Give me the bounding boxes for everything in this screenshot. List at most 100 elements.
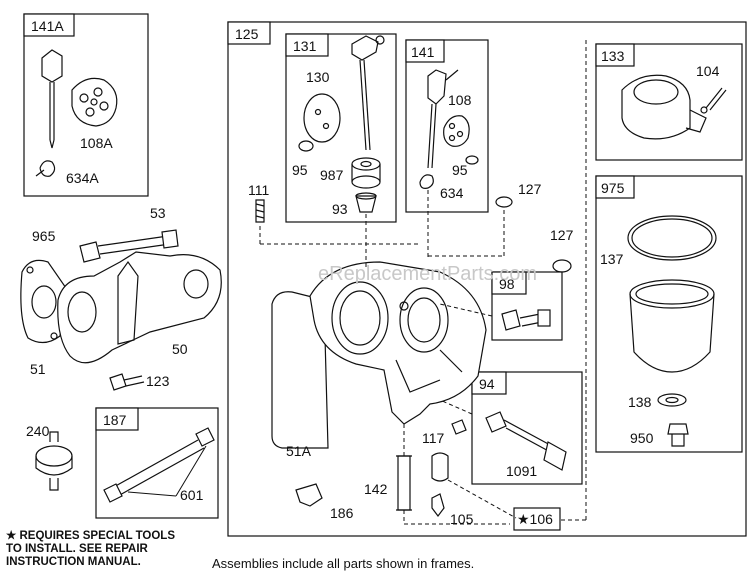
choke-plate-108-drawing [443, 115, 470, 147]
frame-98 [491, 271, 563, 341]
frame-106 [513, 507, 561, 531]
bowl-drawing [629, 279, 715, 373]
part-53-label: 53 [150, 205, 166, 221]
manifold-gasket-51-drawing [20, 259, 67, 344]
float-133-drawing [621, 74, 707, 140]
part-950-label: 950 [630, 430, 654, 446]
throttle-shaft-drawing [351, 35, 385, 151]
frame-94-label: 94 [479, 376, 495, 392]
frame-125-label: 125 [235, 26, 259, 42]
frame-125 [227, 21, 747, 537]
watermark: eReplacementParts.com [318, 263, 537, 285]
part-51-label: 51 [30, 361, 46, 377]
frame-975 [595, 175, 743, 453]
tube-142-drawing [396, 455, 412, 511]
special-tools-note-line-2: TO INSTALL. SEE REPAIR [6, 543, 148, 555]
frame-975-label: 975 [601, 180, 625, 196]
part-240-label: 240 [26, 423, 50, 439]
frame-98-tag [491, 271, 527, 295]
frame-975-tag [595, 175, 635, 199]
frame-141A [23, 13, 149, 197]
part-965-label: 965 [32, 228, 56, 244]
mixture-screw-94-drawing [485, 411, 567, 471]
frame-125-tag [227, 21, 271, 45]
part-95b-label: 95 [452, 162, 468, 178]
seal-987-drawing [351, 157, 381, 189]
part-1091-label: 1091 [506, 463, 537, 479]
part-108-label: 108 [448, 92, 472, 108]
fitting-117-drawing [451, 419, 467, 435]
frame-141A-tag [23, 13, 75, 37]
idle-screw-98-drawing [501, 309, 551, 331]
frame-187-label: 187 [103, 412, 127, 428]
part-601-label: 601 [180, 487, 204, 503]
leader-lines [259, 40, 587, 525]
pin-104-drawing [700, 87, 727, 114]
part-137-label: 137 [600, 251, 624, 267]
fitting-965-drawing [79, 241, 101, 263]
frame-141A-label: 141A [31, 18, 64, 34]
part-127a-label: 127 [518, 181, 542, 197]
washer-127a-drawing [495, 196, 513, 208]
washer-127b-drawing [552, 259, 572, 273]
part-50-label: 50 [172, 341, 188, 357]
special-tools-note-line-3: INSTRUCTION MANUAL. [6, 556, 141, 568]
frame-98-label: 98 [499, 276, 515, 292]
part-130-label: 130 [306, 69, 330, 85]
frame-187 [95, 407, 219, 519]
throttle-plate-130-drawing [303, 93, 341, 143]
intake-manifold-50-drawing [57, 251, 222, 364]
part-123-label: 123 [146, 373, 170, 389]
spring-634-drawing [419, 174, 434, 189]
screw-95b-drawing [465, 155, 479, 165]
washer-138-drawing [657, 393, 687, 407]
needle-105-drawing [431, 452, 449, 517]
spring-634A-drawing [35, 160, 56, 177]
part-111-label: 111 [248, 182, 269, 198]
frame-106-label: ★106 [517, 511, 553, 527]
frame-131-label: 131 [293, 38, 317, 54]
part-987-label: 987 [320, 167, 344, 183]
frame-133-label: 133 [601, 48, 625, 64]
frame-133-tag [595, 43, 635, 67]
fitting-186-drawing [295, 483, 323, 507]
gasket-137-drawing [627, 215, 717, 261]
part-117-label: 117 [422, 430, 445, 446]
assemblies-note: Assemblies include all parts shown in fr… [212, 556, 475, 571]
fuel-filter-240-drawing [35, 431, 73, 491]
part-93-label: 93 [332, 201, 348, 217]
carburetor-body-drawing [309, 261, 487, 425]
frame-133 [595, 43, 743, 161]
frame-141-tag [405, 39, 445, 63]
screw-111-drawing [255, 199, 265, 223]
part-142-label: 142 [364, 481, 388, 497]
choke-shaft-141-drawing [427, 69, 459, 169]
frame-131-tag [285, 33, 329, 57]
part-108A-label: 108A [80, 135, 113, 151]
frame-131 [285, 33, 397, 223]
stud-53-drawing [97, 229, 179, 255]
part-127b-label: 127 [550, 227, 574, 243]
part-95a-label: 95 [292, 162, 308, 178]
bolt-123-drawing [109, 373, 145, 391]
screw-95-drawing [298, 140, 314, 152]
part-634A-label: 634A [66, 170, 99, 186]
bolt-950-drawing [667, 423, 689, 447]
part-186-label: 186 [330, 505, 354, 521]
choke-shaft-141A-drawing [41, 49, 63, 149]
frame-141 [405, 39, 489, 213]
special-tools-note-line-1: ★ REQUIRES SPECIAL TOOLS [6, 530, 175, 542]
special-tools-note: ★ REQUIRES SPECIAL TOOLS TO INSTALL. SEE… [6, 530, 216, 569]
fuel-line-187-drawing [103, 427, 215, 503]
part-138-label: 138 [628, 394, 652, 410]
part-104-label: 104 [696, 63, 720, 79]
frame-94 [471, 371, 583, 485]
frame-187-tag [95, 407, 139, 431]
part-51A-label: 51A [286, 443, 312, 459]
part-634-label: 634 [440, 185, 464, 201]
choke-plate-108A-drawing [71, 77, 118, 127]
part-105-label: 105 [450, 511, 474, 527]
carburetor-gasket-51A-drawing [271, 291, 329, 449]
frame-141-label: 141 [411, 44, 435, 60]
